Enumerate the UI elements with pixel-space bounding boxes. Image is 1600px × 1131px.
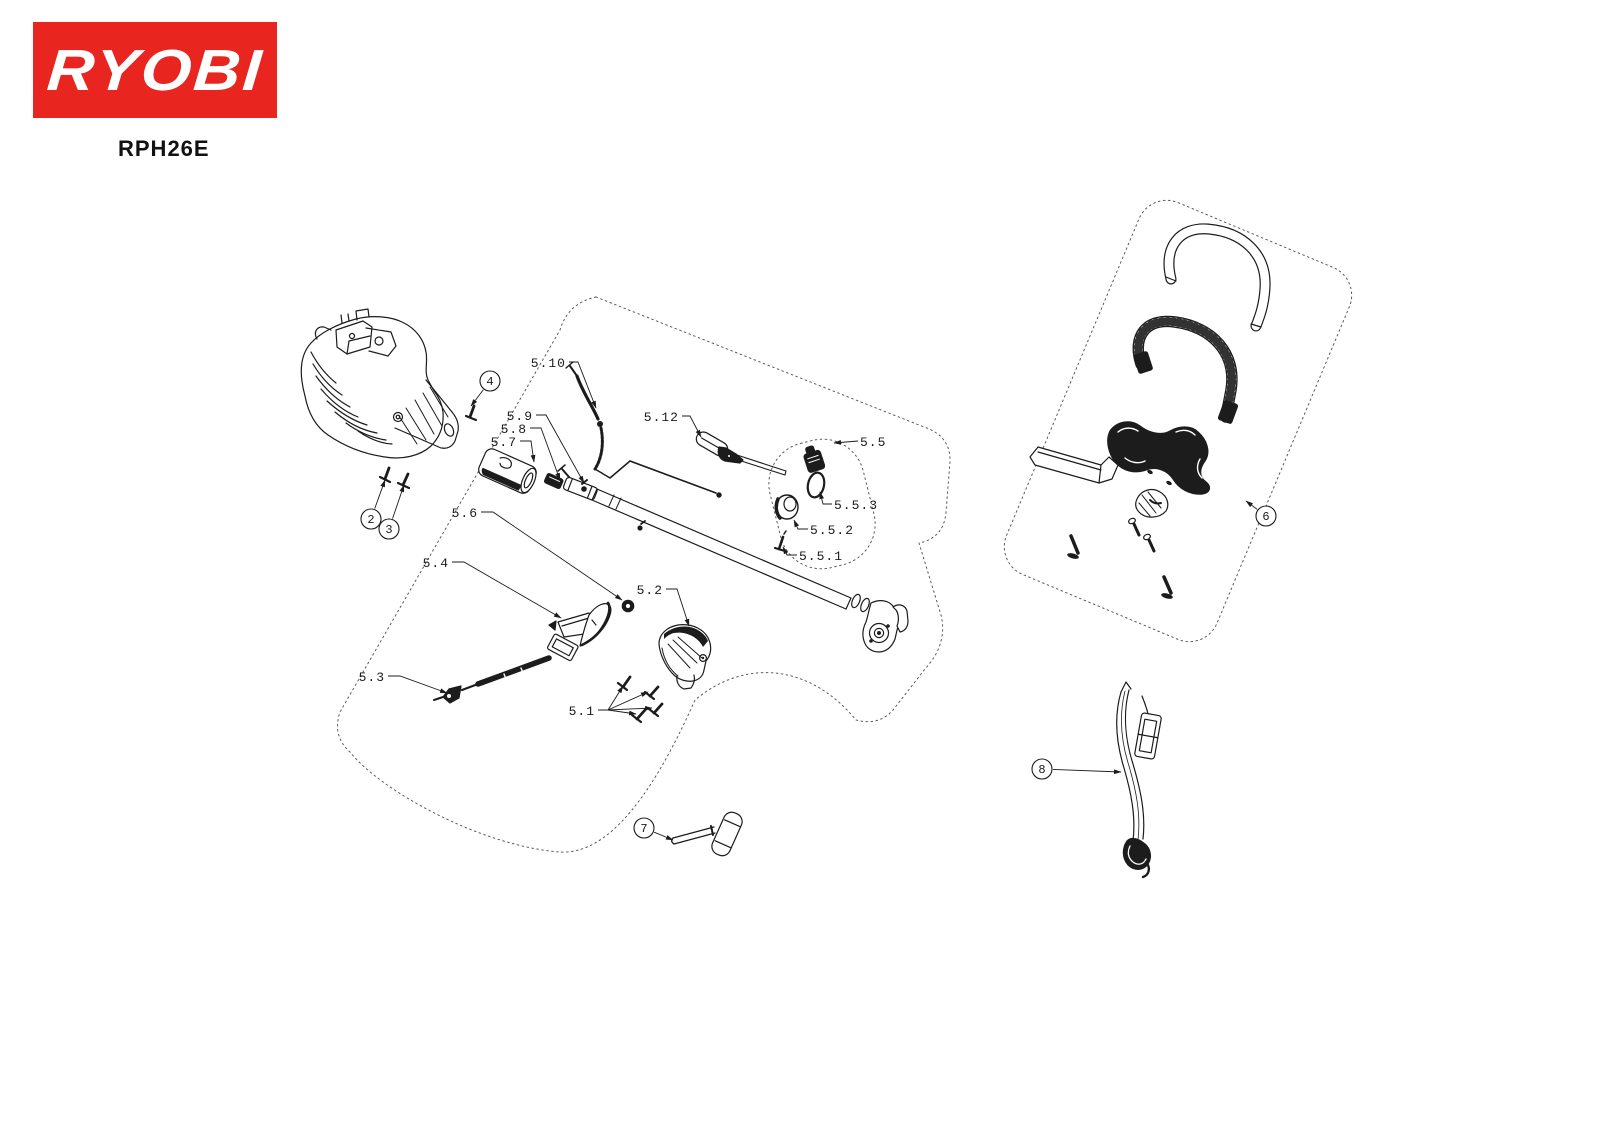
svg-text:7: 7 xyxy=(640,822,647,836)
svg-text:5.7: 5.7 xyxy=(491,435,517,450)
callout-5.5: 5.5 xyxy=(833,435,886,450)
callout-5.7: 5.7 xyxy=(491,435,536,463)
callout-5.5.3: 5.5.3 xyxy=(819,491,878,513)
callout-5.5.2: 5.5.2 xyxy=(793,519,854,538)
callout-5.8: 5.8 xyxy=(501,422,561,481)
cable-assembly-drawing xyxy=(433,633,579,704)
balloon-4: 4 xyxy=(470,370,501,407)
engine-assembly-drawing xyxy=(300,308,459,459)
housing-screws-drawing xyxy=(616,675,664,724)
balloon-2: 2 xyxy=(360,479,386,530)
svg-text:4: 4 xyxy=(486,375,493,389)
svg-text:5.5.3: 5.5.3 xyxy=(834,498,878,513)
throttle-cable-drawing xyxy=(565,361,722,498)
svg-text:5.5.2: 5.5.2 xyxy=(810,523,854,538)
shoulder-strap-drawing xyxy=(1116,681,1162,879)
svg-text:5.5: 5.5 xyxy=(860,435,886,450)
balloon-6: 6 xyxy=(1245,500,1277,527)
callout-5.5.1: 5.5.1 xyxy=(782,546,843,564)
balloon-8: 8 xyxy=(1031,758,1122,780)
callout-5.9: 5.9 xyxy=(507,409,585,484)
svg-text:5.8: 5.8 xyxy=(501,422,527,437)
svg-text:3: 3 xyxy=(385,523,392,537)
callout-layer: 5.105.95.85.75.125.55.5.35.5.25.5.15.65.… xyxy=(359,356,1277,841)
svg-text:5.12: 5.12 xyxy=(644,410,679,425)
throttle-trigger-drawing xyxy=(695,431,787,476)
model-number: RPH26E xyxy=(118,136,210,161)
svg-text:5.5.1: 5.5.1 xyxy=(799,549,843,564)
grommet-drawing xyxy=(621,599,635,613)
balloon-3: 3 xyxy=(378,484,405,540)
trigger-lever-drawing xyxy=(548,601,612,647)
svg-text:8: 8 xyxy=(1038,763,1045,777)
clutch-housing-drawing xyxy=(658,624,712,690)
drive-shaft-drawing xyxy=(557,464,909,653)
svg-text:5.3: 5.3 xyxy=(359,670,385,685)
callout-5.10: 5.10 xyxy=(531,356,597,409)
svg-text:5.10: 5.10 xyxy=(531,356,566,371)
scrench-tool-drawing xyxy=(671,811,743,857)
svg-text:2: 2 xyxy=(367,513,374,527)
svg-text:5.4: 5.4 xyxy=(423,556,449,571)
svg-text:5.1: 5.1 xyxy=(569,704,595,719)
group-outline-hanger-kit xyxy=(768,438,876,570)
group-outline-main xyxy=(337,296,951,853)
ryobi-logo: RYOBI xyxy=(33,22,277,118)
group-outline-handle-kit xyxy=(1003,199,1353,643)
svg-text:6: 6 xyxy=(1262,510,1269,524)
svg-text:5.9: 5.9 xyxy=(507,409,533,424)
callout-5.12: 5.12 xyxy=(644,410,702,438)
hanger-kit-drawing xyxy=(773,445,826,553)
callout-5.6: 5.6 xyxy=(452,506,623,601)
callout-5.3: 5.3 xyxy=(359,670,448,694)
handle-kit-drawing xyxy=(1029,223,1271,599)
coupler-sleeve-drawing xyxy=(478,448,564,494)
callout-5.2: 5.2 xyxy=(637,583,690,627)
callout-5.4: 5.4 xyxy=(423,556,562,619)
svg-text:5.6: 5.6 xyxy=(452,506,478,521)
callout-5.1: 5.1 xyxy=(569,685,653,719)
balloon-7: 7 xyxy=(633,817,674,841)
svg-text:5.2: 5.2 xyxy=(637,583,663,598)
